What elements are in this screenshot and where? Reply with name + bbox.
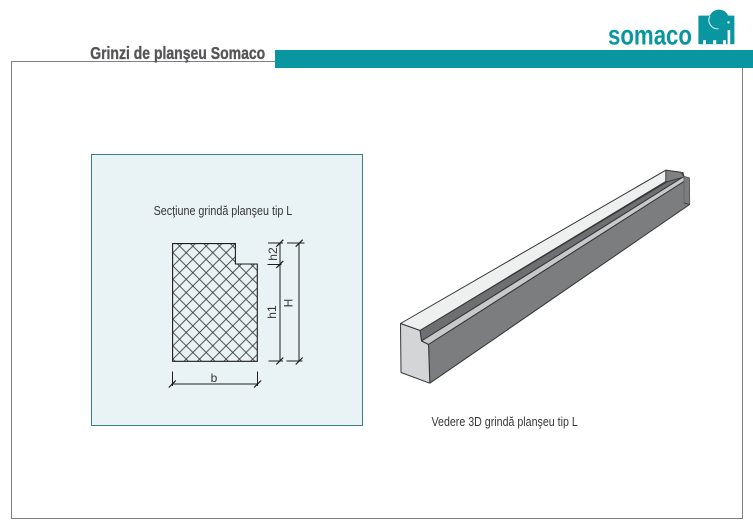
svg-text:Grinzi de planşeu Somaco: Grinzi de planşeu Somaco — [90, 43, 265, 63]
svg-text:Secţiune grindă planşeu tip L: Secţiune grindă planşeu tip L — [154, 203, 293, 218]
svg-text:somaco: somaco — [608, 19, 692, 50]
svg-text:H: H — [282, 299, 296, 308]
svg-text:b: b — [211, 371, 218, 385]
svg-text:h2: h2 — [266, 247, 280, 261]
svg-text:h1: h1 — [265, 305, 279, 319]
svg-text:Vedere 3D grindă planşeu tip L: Vedere 3D grindă planşeu tip L — [432, 414, 578, 429]
